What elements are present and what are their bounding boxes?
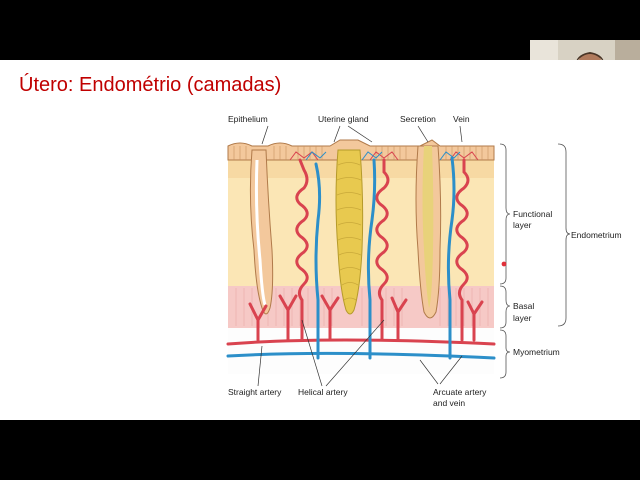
label-arcuate-2: and vein — [433, 398, 466, 408]
uterine-gland-center — [335, 149, 364, 315]
label-myometrium: Myometrium — [513, 347, 560, 357]
slide-canvas: Útero: Endométrio (camadas) — [0, 60, 640, 420]
basal-layer-bracket — [499, 285, 511, 329]
endometrium-diagram — [226, 125, 571, 387]
helical-artery-1 — [295, 158, 309, 342]
label-epithelium: Epithelium — [228, 114, 268, 124]
arcuate-vein — [226, 351, 496, 360]
slide-title: Útero: Endométrio (camadas) — [19, 74, 282, 96]
label-functional-layer-1: Functional — [513, 209, 553, 219]
straight-artery — [248, 302, 268, 342]
label-straight-artery: Straight artery — [228, 387, 282, 397]
label-vein: Vein — [453, 114, 470, 124]
label-functional-layer-2: layer — [513, 220, 532, 230]
label-uterine-gland: Uterine gland — [318, 114, 369, 124]
myometrium-bracket — [499, 329, 511, 379]
helical-artery-2 — [375, 158, 390, 342]
label-basal-layer-2: layer — [513, 313, 532, 323]
arcuate-artery — [226, 338, 496, 346]
myometrium-region — [228, 328, 494, 374]
vein-1 — [314, 162, 322, 360]
laser-pointer-dot — [501, 261, 507, 267]
helical-artery-3 — [455, 158, 470, 342]
functional-layer-bracket — [499, 143, 511, 285]
label-helical-artery: Helical artery — [298, 387, 348, 397]
label-arcuate-1: Arcuate artery — [433, 387, 487, 397]
label-basal-layer-1: Basal — [513, 301, 535, 311]
label-secretion: Secretion — [400, 114, 436, 124]
vein-2 — [366, 158, 377, 360]
vein-3 — [446, 156, 456, 360]
bottom-letterbox — [0, 420, 640, 480]
endometrium-bracket — [557, 143, 571, 327]
basal-artery-1 — [278, 294, 298, 342]
label-endometrium: Endometrium — [571, 230, 622, 240]
